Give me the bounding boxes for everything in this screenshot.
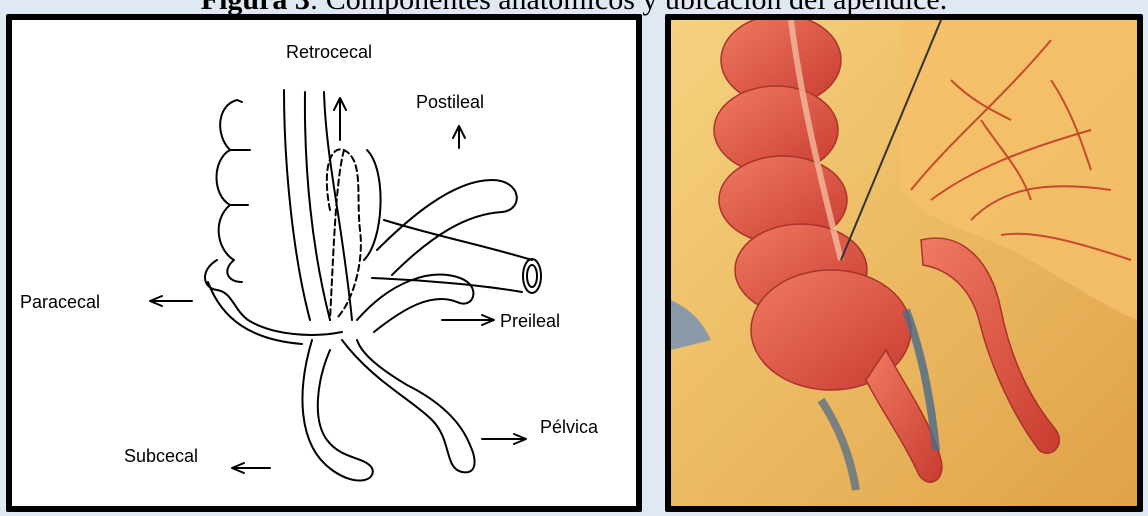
label-pelvica: Pélvica: [540, 417, 599, 437]
colon-haustra: [230, 100, 250, 205]
anatomical-illustration: [665, 14, 1143, 512]
label-subcecal: Subcecal: [124, 446, 198, 466]
appendix-positions-diagram: Retrocecal Postileal Paracecal Preileal …: [6, 14, 642, 512]
label-postileal: Postileal: [416, 92, 484, 112]
label-preileal: Preileal: [500, 311, 560, 331]
pelvic-appendix: [342, 340, 475, 472]
arrow-postileal: [453, 126, 465, 148]
colon-outline: [217, 100, 243, 282]
ileum-lumen-inner: [527, 265, 537, 287]
label-retrocecal: Retrocecal: [286, 42, 372, 62]
arrow-paracecal: [150, 296, 192, 306]
arrow-pelvica: [482, 434, 526, 444]
colon-right-wall: [364, 150, 381, 260]
diagram-canvas: Retrocecal Postileal Paracecal Preileal …: [12, 20, 636, 506]
label-paracecal: Paracecal: [20, 292, 100, 312]
colon-taenia-1: [284, 90, 310, 320]
postileal-appendix: [377, 180, 517, 275]
arrow-subcecal: [232, 463, 270, 473]
paracecal-appendix: [205, 260, 342, 344]
subcecal-appendix: [302, 340, 372, 481]
arrow-preileal: [442, 315, 494, 325]
arrow-retrocecal: [334, 98, 346, 140]
colon-taenia-3: [324, 92, 352, 320]
illustration-canvas: [671, 20, 1137, 506]
